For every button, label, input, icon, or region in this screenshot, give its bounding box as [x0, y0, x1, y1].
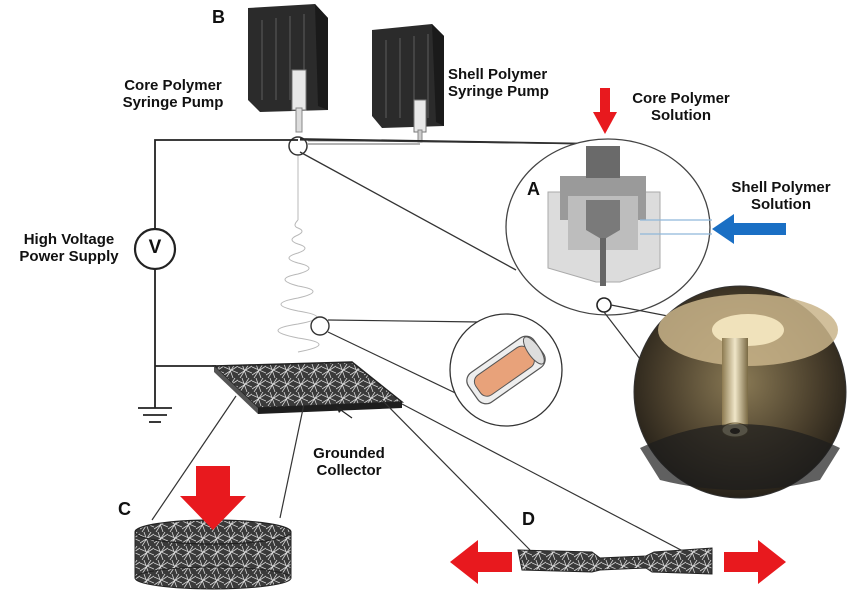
whipping-jet — [277, 156, 320, 353]
nozzle-circle — [288, 136, 308, 156]
coaxial-nozzle-detail — [505, 138, 712, 316]
core-solution-label: Core Polymer Solution — [632, 90, 730, 124]
voltmeter-symbol: V — [148, 237, 162, 258]
core-pump-label: Core Polymer Syringe Pump — [122, 77, 224, 111]
shell-pump-label: Shell Polymer Syringe Pump — [448, 66, 549, 100]
shell-solution-arrow-icon — [712, 214, 786, 244]
compression-arrow-icon — [180, 466, 246, 530]
shell-solution-label: Shell Polymer Solution — [731, 179, 831, 213]
dogbone-sample — [450, 540, 786, 584]
panel-label-c: C — [118, 499, 131, 519]
power-supply-label: High Voltage Power Supply — [19, 231, 119, 265]
core-solution-arrow-icon — [593, 88, 617, 134]
panel-label-b: B — [212, 7, 225, 27]
core-shell-fiber-detail — [449, 313, 563, 427]
tension-arrow-left-icon — [450, 540, 512, 584]
collector-label: Grounded Collector — [313, 445, 385, 479]
panel-label-a: A — [527, 179, 540, 199]
needle-photo — [633, 285, 847, 499]
grounded-collector — [212, 361, 405, 414]
shell-syringe-pump — [372, 24, 444, 143]
cylindrical-sample — [134, 466, 292, 590]
panel-label-d: D — [522, 509, 535, 529]
voltmeter-icon — [133, 227, 177, 271]
core-syringe-pump — [248, 4, 328, 133]
tension-arrow-right-icon — [724, 540, 786, 584]
